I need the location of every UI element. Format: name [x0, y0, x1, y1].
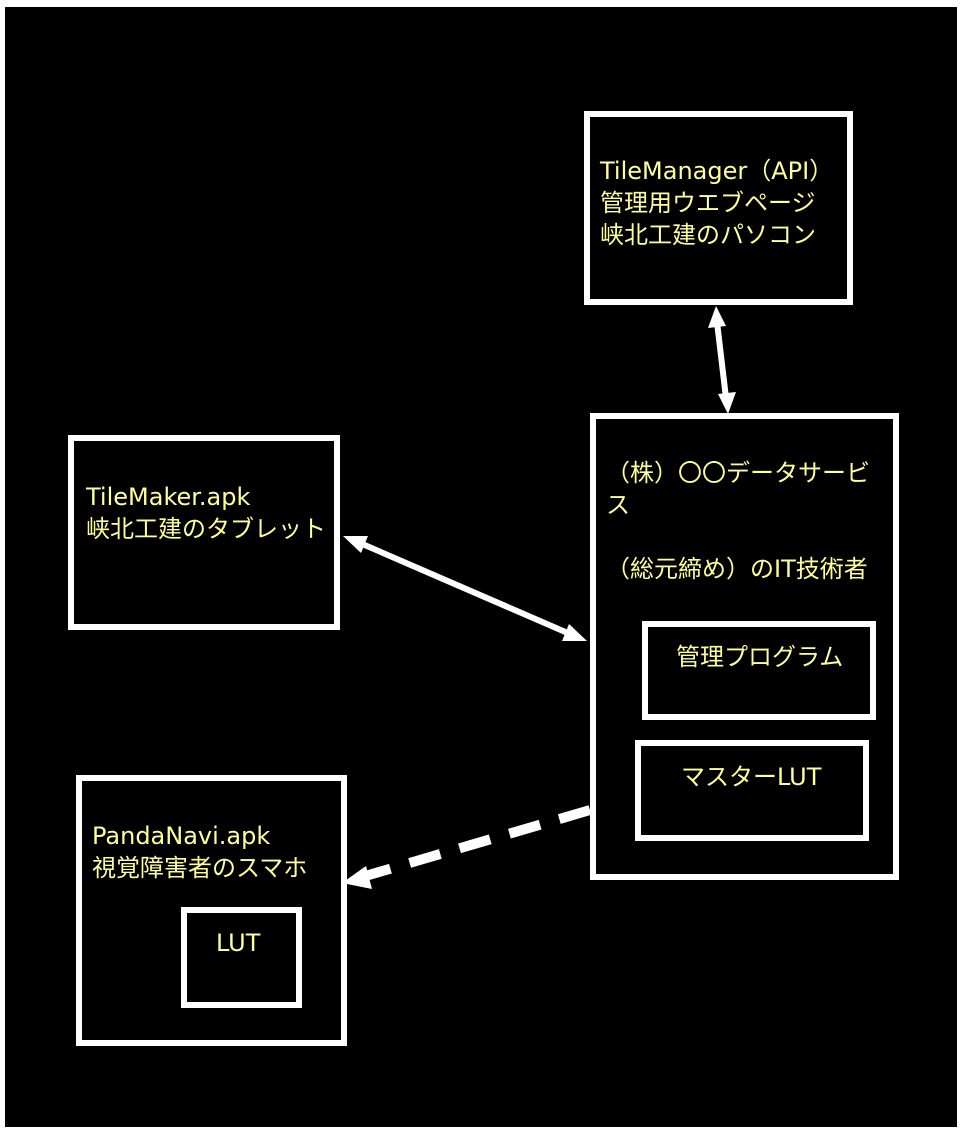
- tile-manager-label: TileManager（API） 管理用ウエブページ 峡北工建のパソコン: [600, 155, 833, 251]
- data-service-line-4: （総元締め）のIT技術者: [606, 555, 868, 583]
- tile-maker-line-1: TileMaker.apk: [86, 483, 251, 511]
- master-lut-label: マスターLUT: [681, 763, 822, 791]
- tile-manager-box: [584, 111, 853, 305]
- tile-maker-box: [68, 435, 340, 630]
- data-service-line-2: ス: [606, 491, 630, 519]
- panda-navi-line-2: 視覚障害者のスマホ: [92, 854, 308, 882]
- data-service-line-1: （株）〇〇データサービ: [606, 459, 870, 487]
- tile-manager-line-1: TileManager（API）: [600, 157, 834, 185]
- lut-label: LUT: [216, 929, 261, 957]
- data-service-label: （株）〇〇データサービ ス （総元締め）のIT技術者: [606, 457, 870, 585]
- tile-manager-line-3: 峡北工建のパソコン: [600, 221, 816, 249]
- panda-navi-line-1: PandaNavi.apk: [92, 822, 271, 850]
- master-lut-box: [635, 740, 869, 841]
- tile-maker-label: TileMaker.apk 峡北工建のタブレット: [86, 481, 326, 545]
- data-service-line-3: [606, 521, 870, 553]
- lut-box: [181, 907, 302, 1008]
- management-program-box: [642, 621, 876, 720]
- panda-navi-label: PandaNavi.apk 視覚障害者のスマホ: [92, 820, 307, 884]
- tile-maker-line-2: 峡北工建のタブレット: [86, 515, 326, 543]
- management-program-label: 管理プログラム: [676, 643, 844, 671]
- tile-manager-line-2: 管理用ウエブページ: [600, 189, 816, 217]
